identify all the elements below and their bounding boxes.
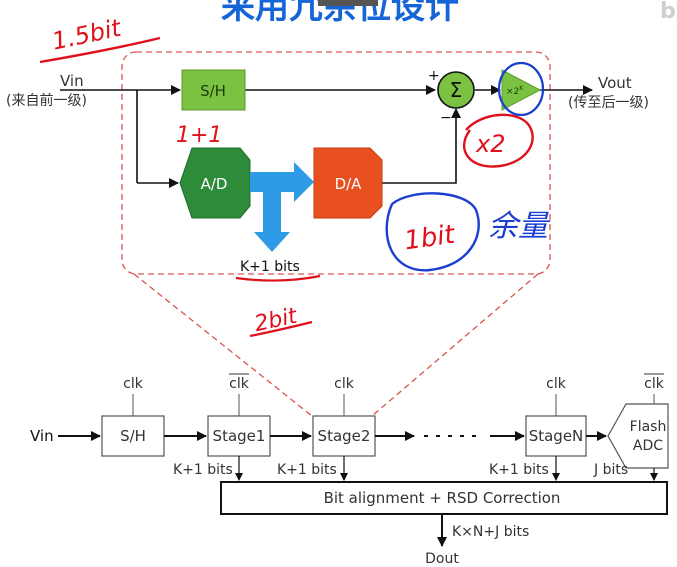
- clk-stageN: clk: [546, 376, 567, 392]
- plus-sign: +: [428, 68, 440, 84]
- vin-sub-label: (来自前一级): [6, 92, 87, 109]
- gain-label: ×2K: [506, 85, 524, 97]
- flash-label-line2: ADC: [633, 438, 663, 454]
- minus-sign: −: [440, 110, 452, 126]
- vin-label: Vin: [60, 72, 84, 90]
- stageN-label: StageN: [529, 427, 584, 445]
- title-overlay-tab: [318, 0, 378, 6]
- bottom-sh-label: S/H: [120, 427, 146, 445]
- bottom-sh-block: [101, 415, 165, 457]
- vout-sub-label: (传至后一级): [568, 95, 649, 111]
- handwritten-1bit-circle: [385, 192, 480, 272]
- sh-block: [181, 69, 246, 111]
- bits-label-stageN: K+1 bits: [489, 462, 549, 478]
- bits-arrow-head-down: [254, 232, 290, 252]
- da-block: [313, 147, 383, 219]
- output-bits-label: K×N+J bits: [452, 524, 529, 540]
- bits-label-flash: J bits: [593, 462, 628, 478]
- gain-circle-mark: [497, 61, 545, 117]
- vout-label: Vout: [598, 74, 632, 92]
- bits-output-label: K+1 bits: [240, 259, 300, 275]
- flash-label-line1: Flash: [630, 419, 667, 435]
- ad-block: [179, 147, 251, 219]
- clk-stage1: clk: [229, 376, 250, 392]
- bottom-vin-label: Vin: [30, 427, 54, 445]
- bits-arrow-stem: [263, 192, 281, 234]
- ad-block-label: A/D: [201, 175, 228, 193]
- da-block-label: D/A: [335, 175, 363, 193]
- handwritten-underline: [39, 36, 161, 64]
- handwritten-bits-underline: [235, 274, 321, 282]
- flash-adc-block: [607, 403, 669, 469]
- stage1-label: Stage1: [213, 427, 266, 445]
- clk-flash: clk: [644, 376, 665, 392]
- dout-label: Dout: [425, 551, 459, 567]
- stage-zoom-frame: [121, 51, 551, 275]
- handwritten-remainder: 余量: [488, 209, 551, 244]
- sum-symbol: Σ: [450, 78, 463, 102]
- clk-stage2: clk: [334, 376, 355, 392]
- bits-label-stage2: K+1 bits: [277, 462, 337, 478]
- sum-node: [437, 71, 475, 109]
- handwritten-x2: x2: [475, 130, 505, 158]
- handwritten-1plus1: 1+1: [176, 123, 222, 148]
- bits-arrow-bar: [250, 172, 294, 192]
- handwritten-x2-circle: [463, 113, 534, 168]
- zoom-line-left: [133, 273, 313, 417]
- handwritten-2bit-underline: [249, 320, 313, 338]
- bits-arrow-head-right: [294, 162, 314, 202]
- corner-logo-icon: b: [660, 0, 676, 24]
- gain-amplifier: [501, 69, 542, 111]
- correction-block: [220, 481, 668, 515]
- correction-label: Bit alignment + RSD Correction: [324, 489, 561, 507]
- handwritten-2bit: 2bit: [252, 303, 300, 337]
- wire-da-to-sum: [382, 108, 461, 184]
- sh-block-label: S/H: [200, 82, 226, 100]
- handwritten-1bit: 1bit: [402, 220, 457, 257]
- bits-label-stage1: K+1 bits: [173, 462, 233, 478]
- stage2-label: Stage2: [318, 427, 371, 445]
- zoom-line-right: [371, 273, 539, 417]
- clk-sh: clk: [123, 376, 144, 392]
